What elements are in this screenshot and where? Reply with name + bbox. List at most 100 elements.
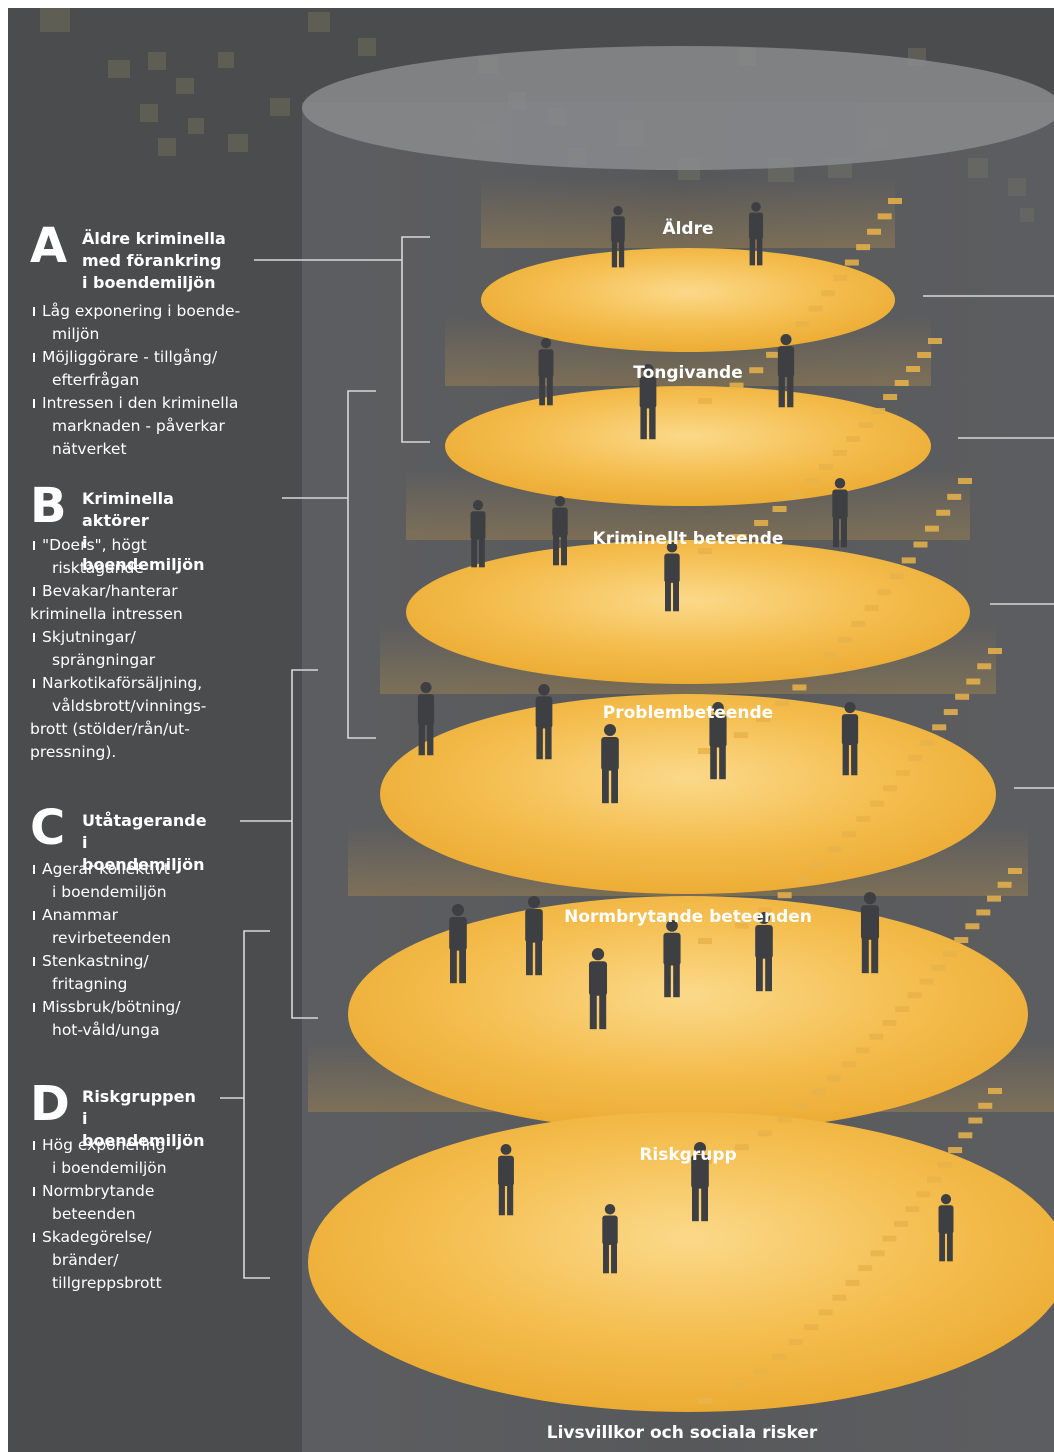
stair-step bbox=[937, 1161, 952, 1168]
stair-step bbox=[734, 922, 749, 929]
level-glow bbox=[406, 470, 970, 540]
stair-step bbox=[808, 668, 823, 675]
stair-step bbox=[766, 351, 781, 358]
person-silhouette bbox=[417, 682, 435, 756]
section-title: Riskgruppen i boendemiljön bbox=[82, 1087, 205, 1150]
stair-step bbox=[965, 923, 980, 930]
stair-step bbox=[917, 352, 932, 358]
stair-step bbox=[777, 1116, 792, 1123]
section-brackets bbox=[220, 236, 430, 1279]
stair-step bbox=[818, 1309, 833, 1316]
stair-step bbox=[928, 338, 942, 344]
stair-step bbox=[772, 506, 787, 512]
stair-step bbox=[856, 244, 871, 251]
stair-step bbox=[1008, 868, 1022, 874]
stair-step bbox=[883, 394, 898, 400]
stair-step bbox=[968, 1117, 983, 1124]
stair-step bbox=[895, 1006, 910, 1013]
background-square bbox=[40, 8, 70, 32]
level-label: Riskgrupp bbox=[639, 1145, 736, 1165]
stair-step bbox=[895, 770, 910, 777]
person-silhouette bbox=[860, 892, 880, 974]
stair-step bbox=[883, 785, 898, 792]
level-label: Normbrytande beteenden bbox=[564, 907, 812, 927]
stair-step bbox=[856, 815, 871, 822]
section-list: Låg exponering i boende-miljön Möjliggör… bbox=[30, 300, 240, 461]
stair-step bbox=[948, 1147, 963, 1154]
stair-step bbox=[919, 978, 934, 985]
stair-step bbox=[920, 739, 935, 746]
stair-step bbox=[906, 366, 921, 372]
person-silhouette bbox=[832, 478, 848, 548]
background-square bbox=[158, 138, 176, 156]
stair-step bbox=[811, 861, 826, 868]
stair-step bbox=[772, 1353, 787, 1360]
stair-step bbox=[734, 1144, 749, 1151]
list-item: Stenkastning/fritagning bbox=[30, 950, 180, 996]
person-silhouette bbox=[535, 684, 553, 760]
list-item: Låg exponering i boende-miljön bbox=[30, 300, 240, 346]
stair-step bbox=[976, 909, 991, 916]
stair-step bbox=[916, 1191, 931, 1198]
level-label: Tongivande bbox=[633, 363, 742, 383]
stair-step bbox=[733, 732, 748, 739]
stair-step bbox=[775, 700, 790, 707]
stair-step bbox=[988, 648, 1002, 654]
person-silhouette bbox=[538, 338, 554, 406]
stair-step bbox=[789, 492, 804, 498]
stair-step bbox=[841, 1061, 856, 1068]
person-silhouette bbox=[709, 702, 727, 780]
stair-step bbox=[756, 716, 771, 723]
stair-step bbox=[882, 1019, 897, 1026]
section-title: Kriminella aktörer i boendemiljön bbox=[82, 489, 205, 574]
stair-step bbox=[858, 422, 873, 428]
level-glow bbox=[348, 826, 1028, 896]
stair-step bbox=[757, 1130, 772, 1137]
stair-step bbox=[855, 1047, 870, 1054]
stair-step bbox=[931, 964, 946, 971]
person-silhouette bbox=[663, 920, 681, 998]
level-glow bbox=[308, 1042, 1054, 1112]
stair-step bbox=[877, 213, 892, 220]
stair-step bbox=[804, 1324, 819, 1331]
person-silhouette bbox=[588, 948, 608, 1030]
stair-step bbox=[901, 557, 916, 564]
level-glow bbox=[380, 624, 996, 694]
stair-step bbox=[792, 684, 807, 691]
stair-step bbox=[823, 652, 838, 659]
section-title: Äldre kriminella med förankring i boende… bbox=[82, 229, 226, 292]
person-silhouette bbox=[755, 912, 773, 992]
bottom-label: Livsvillkor och sociala risker bbox=[547, 1423, 818, 1443]
person-silhouette bbox=[552, 496, 568, 566]
level-disc bbox=[308, 1112, 1054, 1412]
stair-step bbox=[754, 520, 769, 526]
section-letter: D bbox=[30, 1076, 70, 1132]
stair-step bbox=[869, 1033, 884, 1040]
stair-step bbox=[821, 290, 836, 297]
stair-step bbox=[698, 748, 712, 754]
stair-step bbox=[908, 754, 923, 761]
stair-step bbox=[842, 831, 857, 838]
stair-step bbox=[837, 636, 852, 643]
background-square bbox=[308, 12, 330, 32]
stair-step bbox=[804, 478, 819, 484]
background-square bbox=[228, 134, 248, 152]
levels-group bbox=[308, 178, 1054, 1412]
stair-step bbox=[827, 846, 842, 853]
section-c: C Utåtagerande i boendemiljön Agerar kol… bbox=[30, 804, 207, 1042]
level-label: Kriminellt beteende bbox=[593, 529, 784, 549]
person-silhouette bbox=[938, 1194, 954, 1262]
stair-step bbox=[845, 1279, 860, 1286]
section-b: B Kriminella aktörer i boendemiljön "Doe… bbox=[30, 482, 206, 764]
level-6 bbox=[308, 1042, 1054, 1412]
stair-step bbox=[749, 367, 764, 374]
list-item: Skadegörelse/bränder/tillgreppsbrott bbox=[30, 1226, 167, 1295]
level-label: Äldre bbox=[662, 217, 713, 239]
stair-step bbox=[888, 198, 902, 204]
